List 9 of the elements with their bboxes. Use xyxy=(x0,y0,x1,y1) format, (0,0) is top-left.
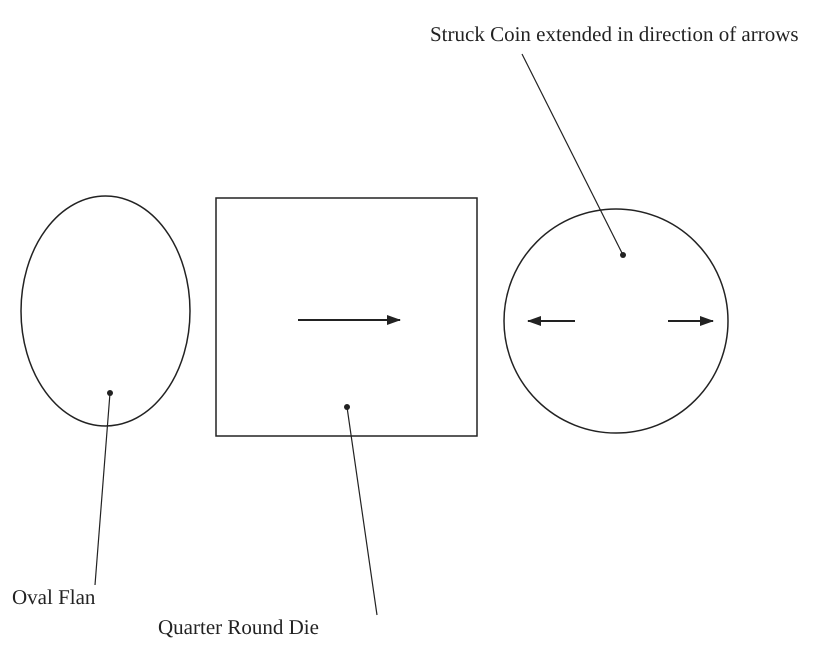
die-square xyxy=(215,197,478,437)
leader-line xyxy=(521,54,626,258)
coin-circle xyxy=(503,208,729,434)
leader-line xyxy=(94,390,113,586)
callout-label: Quarter Round Die xyxy=(158,615,353,645)
oval-flan-outline xyxy=(20,195,191,427)
leader-line xyxy=(344,404,378,616)
callout-label: Struck Coin extended in direction of arrows xyxy=(430,22,810,52)
callout-label: Oval Flan xyxy=(12,585,122,615)
